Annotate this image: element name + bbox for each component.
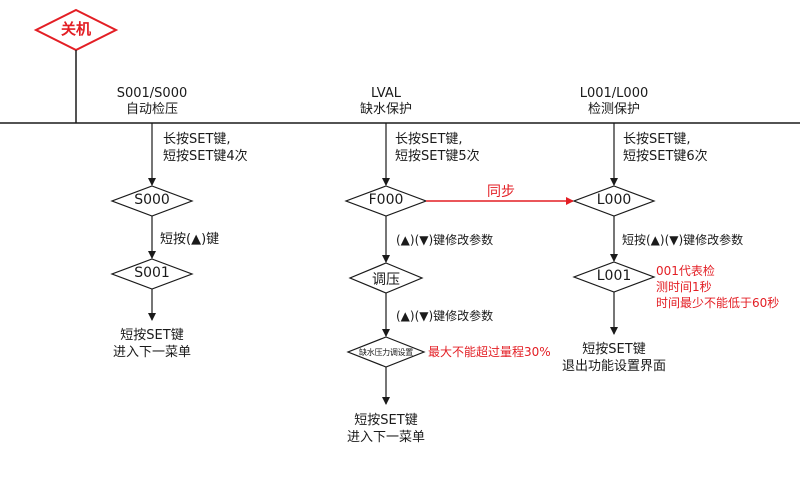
- s-enter-note-1: 长按SET键,: [163, 132, 231, 147]
- start-label: 关机: [60, 20, 91, 38]
- l-header-code: LVAL: [370, 86, 401, 101]
- s-step1-label: 短按(▲)键: [160, 232, 220, 247]
- s000-label: S000: [134, 192, 170, 208]
- l-header-title: 缺水保护: [359, 102, 412, 117]
- r-enter-note-2: 短按SET键6次: [623, 149, 708, 164]
- s-exit-note-1: 短按SET键: [120, 328, 184, 343]
- l-step1-label: (▲)(▼)键修改参数: [396, 233, 494, 247]
- l-step2-label: (▲)(▼)键修改参数: [396, 309, 494, 323]
- l-exit-note-2: 进入下一菜单: [346, 430, 425, 445]
- r-header-title: 检测保护: [587, 102, 640, 117]
- sync-label: 同步: [487, 184, 515, 200]
- r-header-code: L001/L000: [579, 86, 649, 101]
- setting-label: 缺水压力调设置: [359, 348, 413, 357]
- f000-label: F000: [368, 192, 404, 208]
- tiaoya-label: 调压: [372, 272, 400, 288]
- r-exit-note-1: 短按SET键: [582, 342, 646, 357]
- s-header-code: S001/S000: [116, 86, 188, 101]
- r-note2-line2: 测时间1秒: [656, 280, 712, 294]
- s-enter-note-2: 短按SET键4次: [163, 149, 248, 164]
- l-exit-note-1: 短按SET键: [354, 413, 418, 428]
- r-step1-label: 短按(▲)(▼)键修改参数: [622, 233, 744, 247]
- s-exit-note-2: 进入下一菜单: [112, 345, 191, 360]
- l-enter-note-2: 短按SET键5次: [395, 149, 480, 164]
- s001-label: S001: [134, 265, 170, 281]
- l000-label: L000: [596, 192, 632, 208]
- s-header-title: 自动检压: [125, 102, 178, 117]
- l-note3-label: 最大不能超过量程30%: [428, 345, 551, 359]
- r-exit-note-2: 退出功能设置界面: [561, 359, 666, 374]
- r-enter-note-1: 长按SET键,: [623, 132, 691, 147]
- l-enter-note-1: 长按SET键,: [395, 132, 463, 147]
- l001-label: L001: [596, 268, 632, 284]
- r-note2-line3: 时间最少不能低于60秒: [656, 296, 780, 310]
- r-note2-line1: 001代表检: [656, 264, 715, 278]
